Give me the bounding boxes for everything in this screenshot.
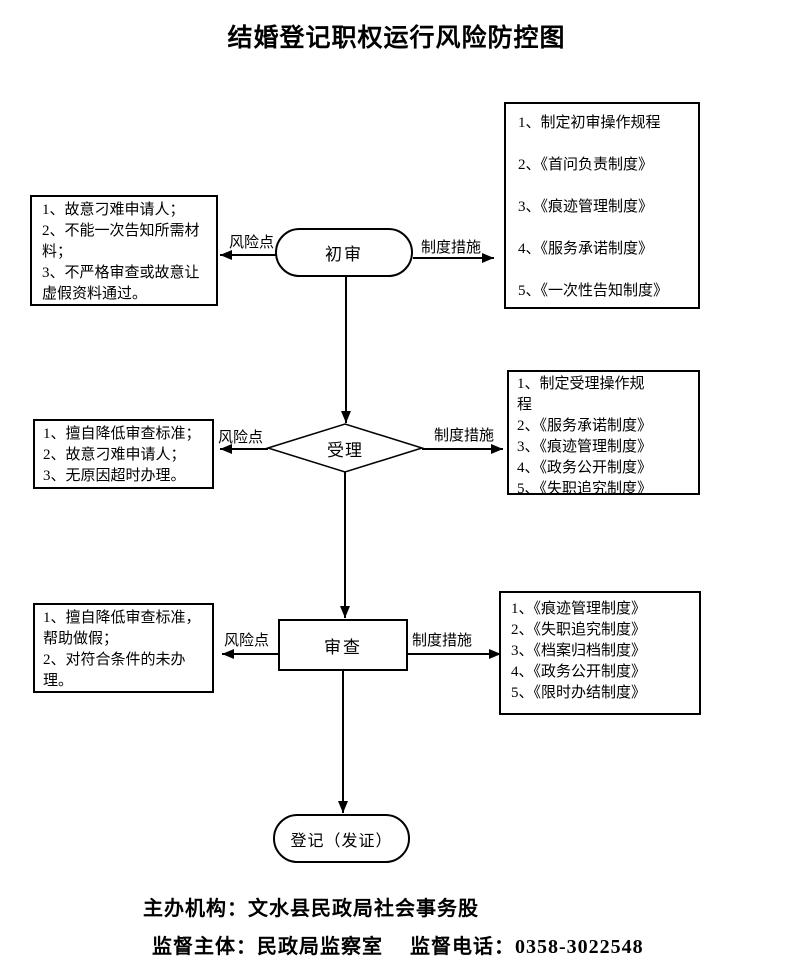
diamond-shape (265, 423, 425, 473)
node-shencha: 审查 (278, 619, 408, 671)
measure-box-step2: 1、制定受理操作规 程 2、《服务承诺制度》 3、《痕迹管理制度》 4、《政务公… (507, 370, 700, 497)
risk-box-step2: 1、擅自降低审查标准； 2、故意刁难申请人； 3、无原因超时办理。 (33, 419, 214, 489)
risk-box-step1: 1、故意刁难申请人； 2、不能一次告知所需材 料； 3、不严格审查或故意让 虚假… (30, 195, 218, 306)
measure-box-step1: 1、制定初审操作规程 2、《首问负责制度》 3、《痕迹管理制度》 4、《服务承诺… (504, 102, 700, 309)
measure-label-step1: 制度措施 (421, 240, 482, 256)
node-dengji-fazheng: 登记（发证） (273, 814, 410, 863)
measure-box-step3: 1、《痕迹管理制度》 2、《失职追究制度》 3、《档案归档制度》 4、《政务公开… (499, 591, 701, 715)
risk-box-step3: 1、擅自降低审查标准， 帮助做假； 2、对符合条件的未办 理。 (33, 603, 214, 693)
node-shouli: 受理 (327, 440, 363, 460)
risk-label-step1: 风险点 (229, 235, 275, 251)
measure-label-step3: 制度措施 (412, 633, 473, 649)
footer-organizer: 主办机构：文水县民政局社会事务股 (143, 898, 479, 920)
risk-label-step2: 风险点 (218, 430, 264, 446)
page-title: 结婚登记职权运行风险防控图 (227, 23, 566, 52)
risk-label-step3: 风险点 (224, 633, 270, 649)
node-chushen: 初审 (275, 228, 413, 277)
footer-supervisor: 监督主体：民政局监察室 监督电话：0358-3022548 (152, 936, 644, 958)
measure-label-step2: 制度措施 (434, 428, 495, 444)
